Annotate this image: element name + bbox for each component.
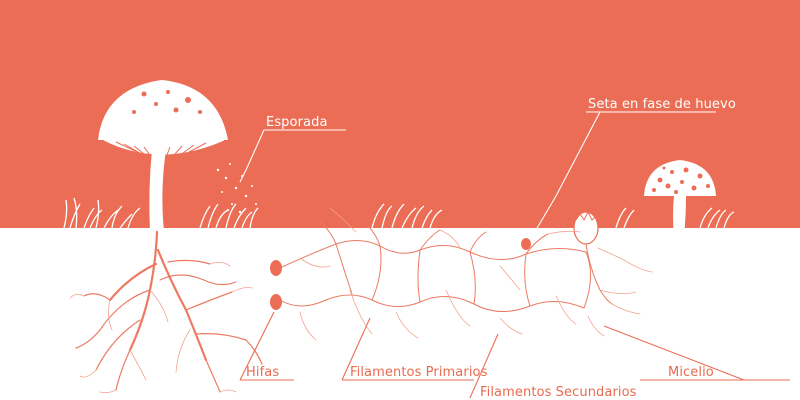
label-hifas: Hifas <box>246 365 279 380</box>
seta-egg-dot <box>521 238 531 250</box>
label-seta-huevo: Seta en fase de huevo <box>588 97 736 112</box>
egg-icon <box>574 212 598 244</box>
hifa-dot <box>270 294 282 310</box>
label-filamentos-secundarios: Filamentos Secundarios <box>480 385 637 400</box>
label-esporada: Esporada <box>266 115 328 130</box>
hifa-dot <box>270 260 282 276</box>
label-filamentos-primarios: Filamentos Primarios <box>350 365 488 380</box>
label-micelio: Micelio <box>668 365 714 380</box>
